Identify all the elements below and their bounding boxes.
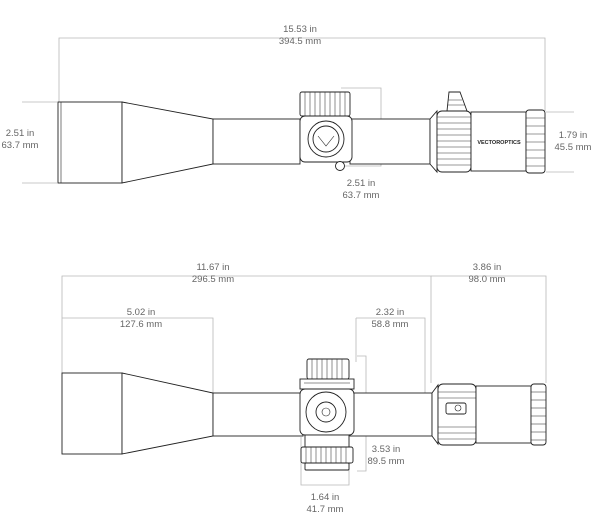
turret-base-width-mm: 41.7 mm: [307, 504, 344, 515]
objective-diameter-mm: 63.7 mm: [2, 140, 39, 151]
objective-to-tube-mm: 127.6 mm: [120, 319, 162, 330]
top-objective-bell: [57, 101, 214, 184]
objective-diameter-in: 2.51 in: [6, 128, 35, 139]
eyepiece-diameter-in: 1.79 in: [559, 130, 588, 141]
turret-to-eyepiece-mm: 58.8 mm: [372, 319, 409, 330]
side-eyepiece: [431, 383, 547, 446]
turret-height-mm: 89.5 mm: [368, 456, 405, 467]
turret-base-width-in: 1.64 in: [311, 492, 340, 503]
objective-to-tube-in: 5.02 in: [127, 307, 156, 318]
side-elevation-turret: [299, 358, 355, 471]
objective-to-eyepiece-in: 11.67 in: [196, 262, 229, 273]
eyepiece-length-in: 3.86 in: [473, 262, 502, 273]
eyepiece-length-mm: 98.0 mm: [469, 274, 506, 285]
top-dimension-lines: [22, 37, 574, 184]
top-view: 15.53 in 394.5 mm 2.51 in 63.7 mm 2.51 i…: [2, 24, 592, 201]
objective-to-eyepiece-mm: 296.5 mm: [192, 274, 234, 285]
side-view: 11.67 in 296.5 mm 3.86 in 98.0 mm 5.02 i…: [61, 262, 547, 515]
side-objective-bell: [61, 372, 214, 455]
turret-to-eyepiece-in: 2.32 in: [376, 307, 405, 318]
turret-height-in: 3.53 in: [372, 444, 401, 455]
turret-width-in: 2.51 in: [347, 178, 376, 189]
side-main-tube: [212, 392, 433, 437]
top-main-tube: [212, 118, 431, 165]
top-eyepiece: [429, 91, 546, 174]
eyepiece-diameter-mm: 45.5 mm: [555, 142, 592, 153]
overall-length-mm: 394.5 mm: [279, 36, 321, 47]
overall-length-in: 15.53 in: [283, 24, 317, 35]
brand-logo: VECTOROPTICS: [477, 140, 521, 146]
top-turret: [299, 91, 353, 171]
turret-width-mm: 63.7 mm: [343, 190, 380, 201]
